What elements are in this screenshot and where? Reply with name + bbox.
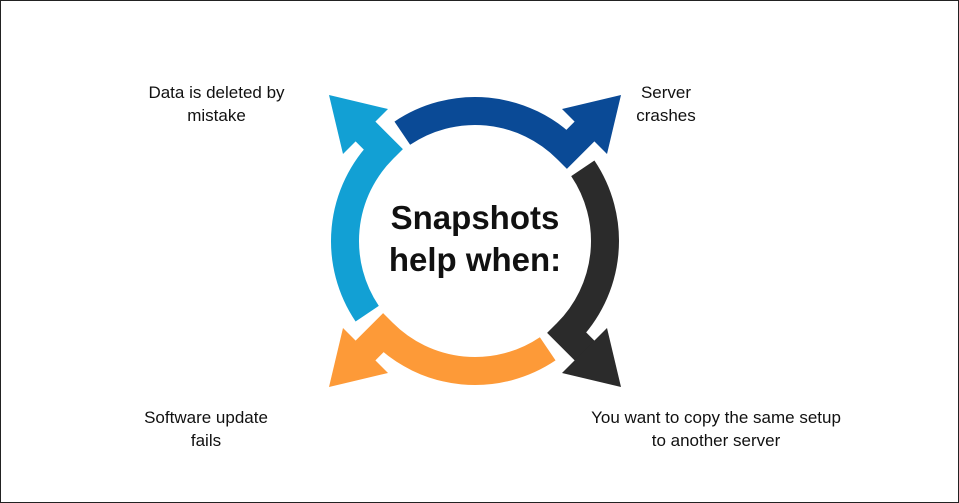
label-data-deleted: Data is deleted by mistake [148,83,285,125]
arrow-data-deleted [329,95,403,322]
arrow-head [562,328,621,387]
arrow-head [329,328,388,387]
diagram-title: Snapshots help when: [355,197,595,281]
arrow-shaft [331,119,403,322]
label-software-update: Software update fails [144,408,268,450]
arrow-shaft [547,160,619,363]
title-line-1: Snapshots [390,199,560,236]
title-line-2: help when: [388,241,562,278]
arrow-software-update [329,313,556,387]
arrow-shaft [394,97,597,169]
arrow-shaft [353,313,556,385]
arrow-head [562,95,621,154]
arrow-server-crashes [394,95,621,169]
arrow-copy-setup [547,160,621,387]
label-copy-setup: You want to copy the same setup to anoth… [591,408,841,450]
arrow-head [329,95,388,154]
label-server-crashes: Server crashes [636,83,696,125]
